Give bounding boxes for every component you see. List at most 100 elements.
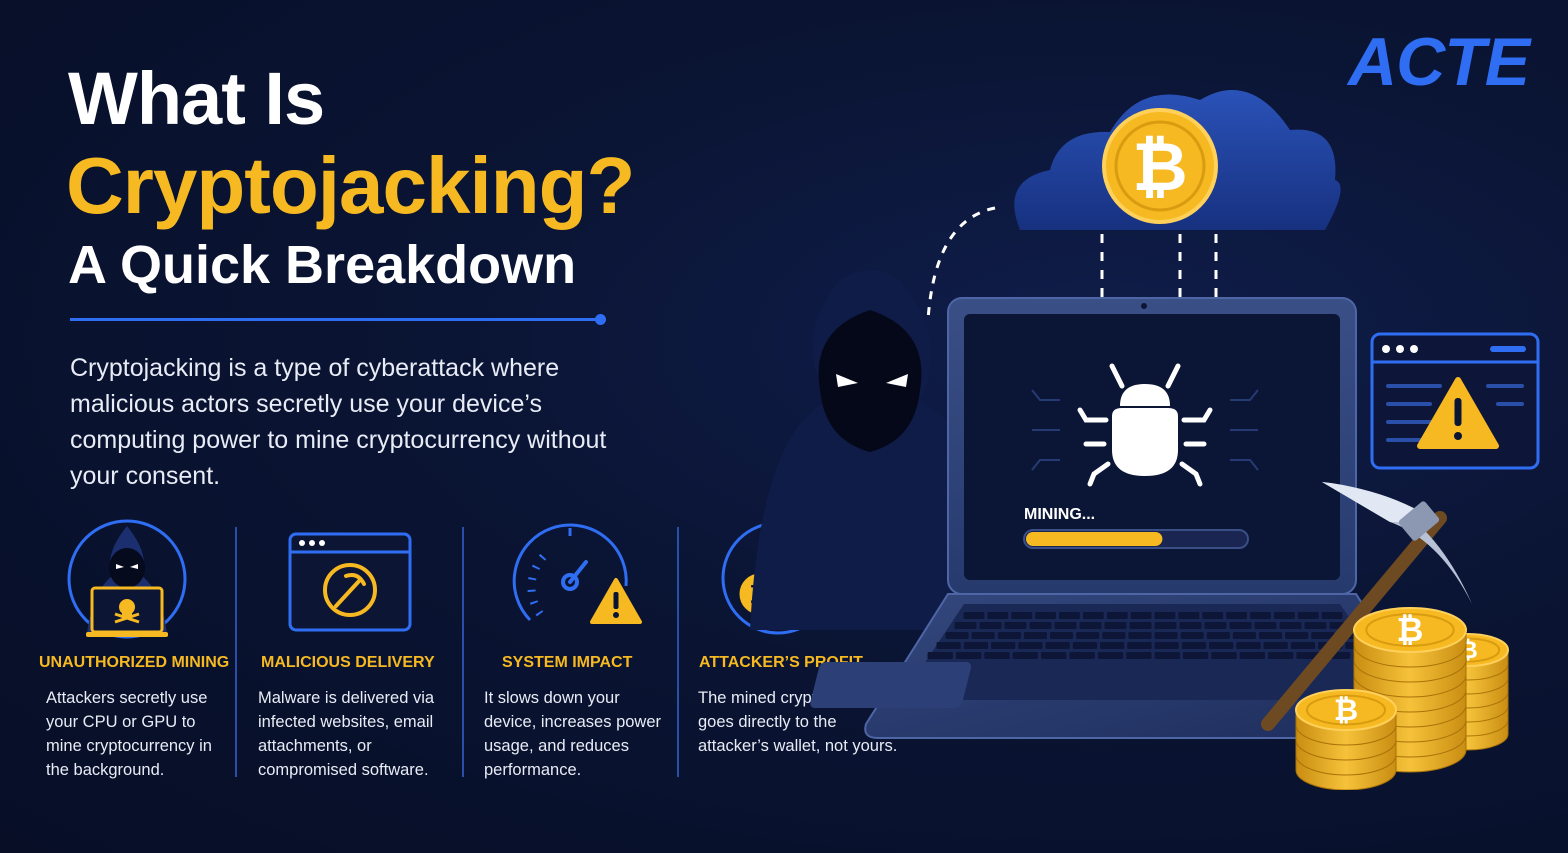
keyboard-key [1179, 622, 1202, 629]
keyboard-key [1285, 632, 1309, 639]
title-divider [70, 318, 600, 321]
feature-separator [462, 527, 464, 777]
feature-separator [235, 527, 237, 777]
keyboard-key [1263, 642, 1288, 649]
keyboard-key [1129, 622, 1152, 629]
mining-progress-fill [1026, 532, 1163, 546]
keyboard-key [1082, 612, 1104, 619]
keyboard-key [987, 612, 1009, 619]
feature-desc-malicious-delivery: Malware is delivered via infected websit… [258, 689, 435, 779]
touchpad [810, 662, 972, 708]
keyboard [927, 612, 1379, 659]
title-line-2: Cryptojacking? [66, 141, 635, 230]
keyboard-key [1178, 612, 1200, 619]
keyboard-key [997, 632, 1021, 639]
keyboard-key [1097, 652, 1124, 659]
laptop-icon: MINING... [810, 297, 1442, 739]
keyboard-key [1130, 612, 1152, 619]
keyboard-key [1128, 632, 1152, 639]
keyboard-key [979, 622, 1002, 629]
mining-label: MINING... [1024, 506, 1095, 523]
keyboard-key [945, 632, 969, 639]
bug-icon [1077, 363, 1213, 487]
title-line-3: A Quick Breakdown [68, 235, 577, 295]
hacker-laptop-icon [67, 519, 187, 639]
keyboard-key [1069, 652, 1095, 659]
coin-face [1353, 607, 1467, 653]
keyboard-key [1279, 622, 1302, 629]
keyboard-key [1290, 642, 1316, 649]
coin-face-ring [1365, 613, 1455, 647]
keyboard-key [1259, 632, 1283, 639]
keyboard-key [1232, 632, 1256, 639]
keyboard-key [1018, 642, 1043, 649]
keyboard-key [1250, 612, 1271, 619]
keyboard-key [1236, 642, 1261, 649]
keyboard-key [1045, 642, 1070, 649]
coin-face-ring [1306, 694, 1386, 726]
keyboard-key [1079, 622, 1102, 629]
keyboard-key [1297, 612, 1319, 619]
keyboard-key [1106, 612, 1128, 619]
coin-bitcoin-symbol: ₿ [1397, 610, 1424, 649]
keyboard-key [1004, 622, 1027, 629]
keyboard-key [1154, 642, 1179, 649]
feature-title-malicious-delivery: MALICIOUS DELIVERY [261, 654, 435, 671]
intro-paragraph: Cryptojacking is a type of cyberattack w… [70, 354, 607, 490]
keyboard-key [1023, 632, 1047, 639]
keyboard-key [1154, 622, 1177, 629]
keyboard-key [991, 642, 1016, 649]
keyboard-key [1102, 632, 1126, 639]
keyboard-key [1321, 612, 1343, 619]
keyboard-key [1304, 622, 1327, 629]
svg-text:₿: ₿ [1132, 128, 1187, 207]
feature-separator [677, 527, 679, 777]
keyboard-key [1268, 652, 1294, 659]
pickaxe-icon [1261, 482, 1472, 731]
keyboard-key [1104, 622, 1127, 629]
acte-logo: ACTE [1348, 24, 1530, 100]
keyboard-key [1180, 632, 1204, 639]
keyboard-key [1229, 622, 1252, 629]
keyboard-key [1035, 612, 1056, 619]
keyboard-key [1154, 612, 1176, 619]
coin-bitcoin-symbol: ₿ [1334, 693, 1358, 728]
browser-warning-window [1370, 332, 1540, 470]
keyboard-key [1126, 652, 1152, 659]
keyboard-key [954, 622, 977, 629]
gauge-warning-icon [512, 523, 642, 624]
feature-title-system-impact: SYSTEM IMPACT [502, 654, 633, 671]
keyboard-key [963, 612, 985, 619]
title-line-1: What Is [68, 57, 325, 140]
keyboard-key [1054, 622, 1077, 629]
keyboard-key [971, 632, 995, 639]
keyboard-key [1072, 642, 1098, 649]
keyboard-key [1239, 652, 1265, 659]
dashed-connection-line [926, 206, 996, 321]
keyboard-key [1202, 612, 1224, 619]
keyboard-key [1204, 622, 1227, 629]
feature-desc-unauthorized-mining: Attackers secretly use your CPU or GPU t… [46, 689, 212, 779]
keyboard-key [1011, 612, 1033, 619]
keyboard-key [1041, 652, 1067, 659]
feature-title-unauthorized-mining: UNAUTHORIZED MINING [39, 654, 230, 671]
keyboard-key [1100, 642, 1125, 649]
cryptojacking-illustration: ₿ [750, 90, 1540, 790]
keyboard-key [1181, 642, 1207, 649]
keyboard-key [1211, 652, 1237, 659]
title-divider-dot [595, 314, 606, 325]
keyboard-key [1209, 642, 1234, 649]
keyboard-key [955, 652, 982, 659]
keyboard-key [1012, 652, 1038, 659]
keyboard-key [1311, 632, 1335, 639]
keyboard-key [936, 642, 961, 649]
keyboard-key [1029, 622, 1052, 629]
feature-desc-system-impact: It slows down your device, increases pow… [484, 689, 662, 779]
keyboard-key [1206, 632, 1230, 639]
keyboard-key [963, 642, 989, 649]
keyboard-key [984, 652, 1010, 659]
keyboard-key [1226, 612, 1247, 619]
keyboard-key [1154, 632, 1178, 639]
coin-face [1295, 689, 1397, 731]
keyboard-key [1050, 632, 1074, 639]
